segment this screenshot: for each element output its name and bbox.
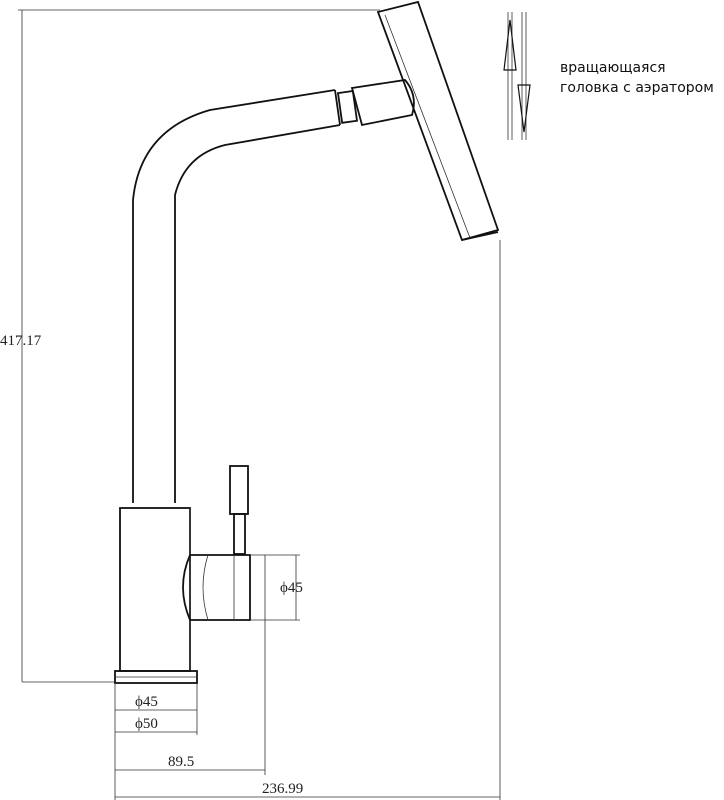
- dim-body-width: 89.5: [168, 754, 194, 770]
- dim-height: 417.17: [0, 333, 42, 349]
- dim-base-inner: ϕ45: [135, 694, 158, 710]
- faucet-handle: [182, 465, 251, 621]
- faucet-body: [119, 507, 191, 672]
- dim-handle-diameter: ϕ45: [280, 580, 303, 596]
- rotation-arrows-icon: [503, 12, 531, 140]
- dim-overall-width: 236.99: [262, 781, 303, 797]
- aerator-joint: [336, 79, 415, 127]
- dim-base-outer: ϕ50: [135, 716, 158, 732]
- annotation-line-2: головка с аэратором: [560, 80, 714, 96]
- faucet-spout: [132, 89, 341, 503]
- rotating-aerator-head: [376, 0, 500, 242]
- base-flange: [114, 670, 198, 684]
- annotation-line-1: вращающаяся: [560, 60, 666, 76]
- dimension-lines: [18, 9, 501, 800]
